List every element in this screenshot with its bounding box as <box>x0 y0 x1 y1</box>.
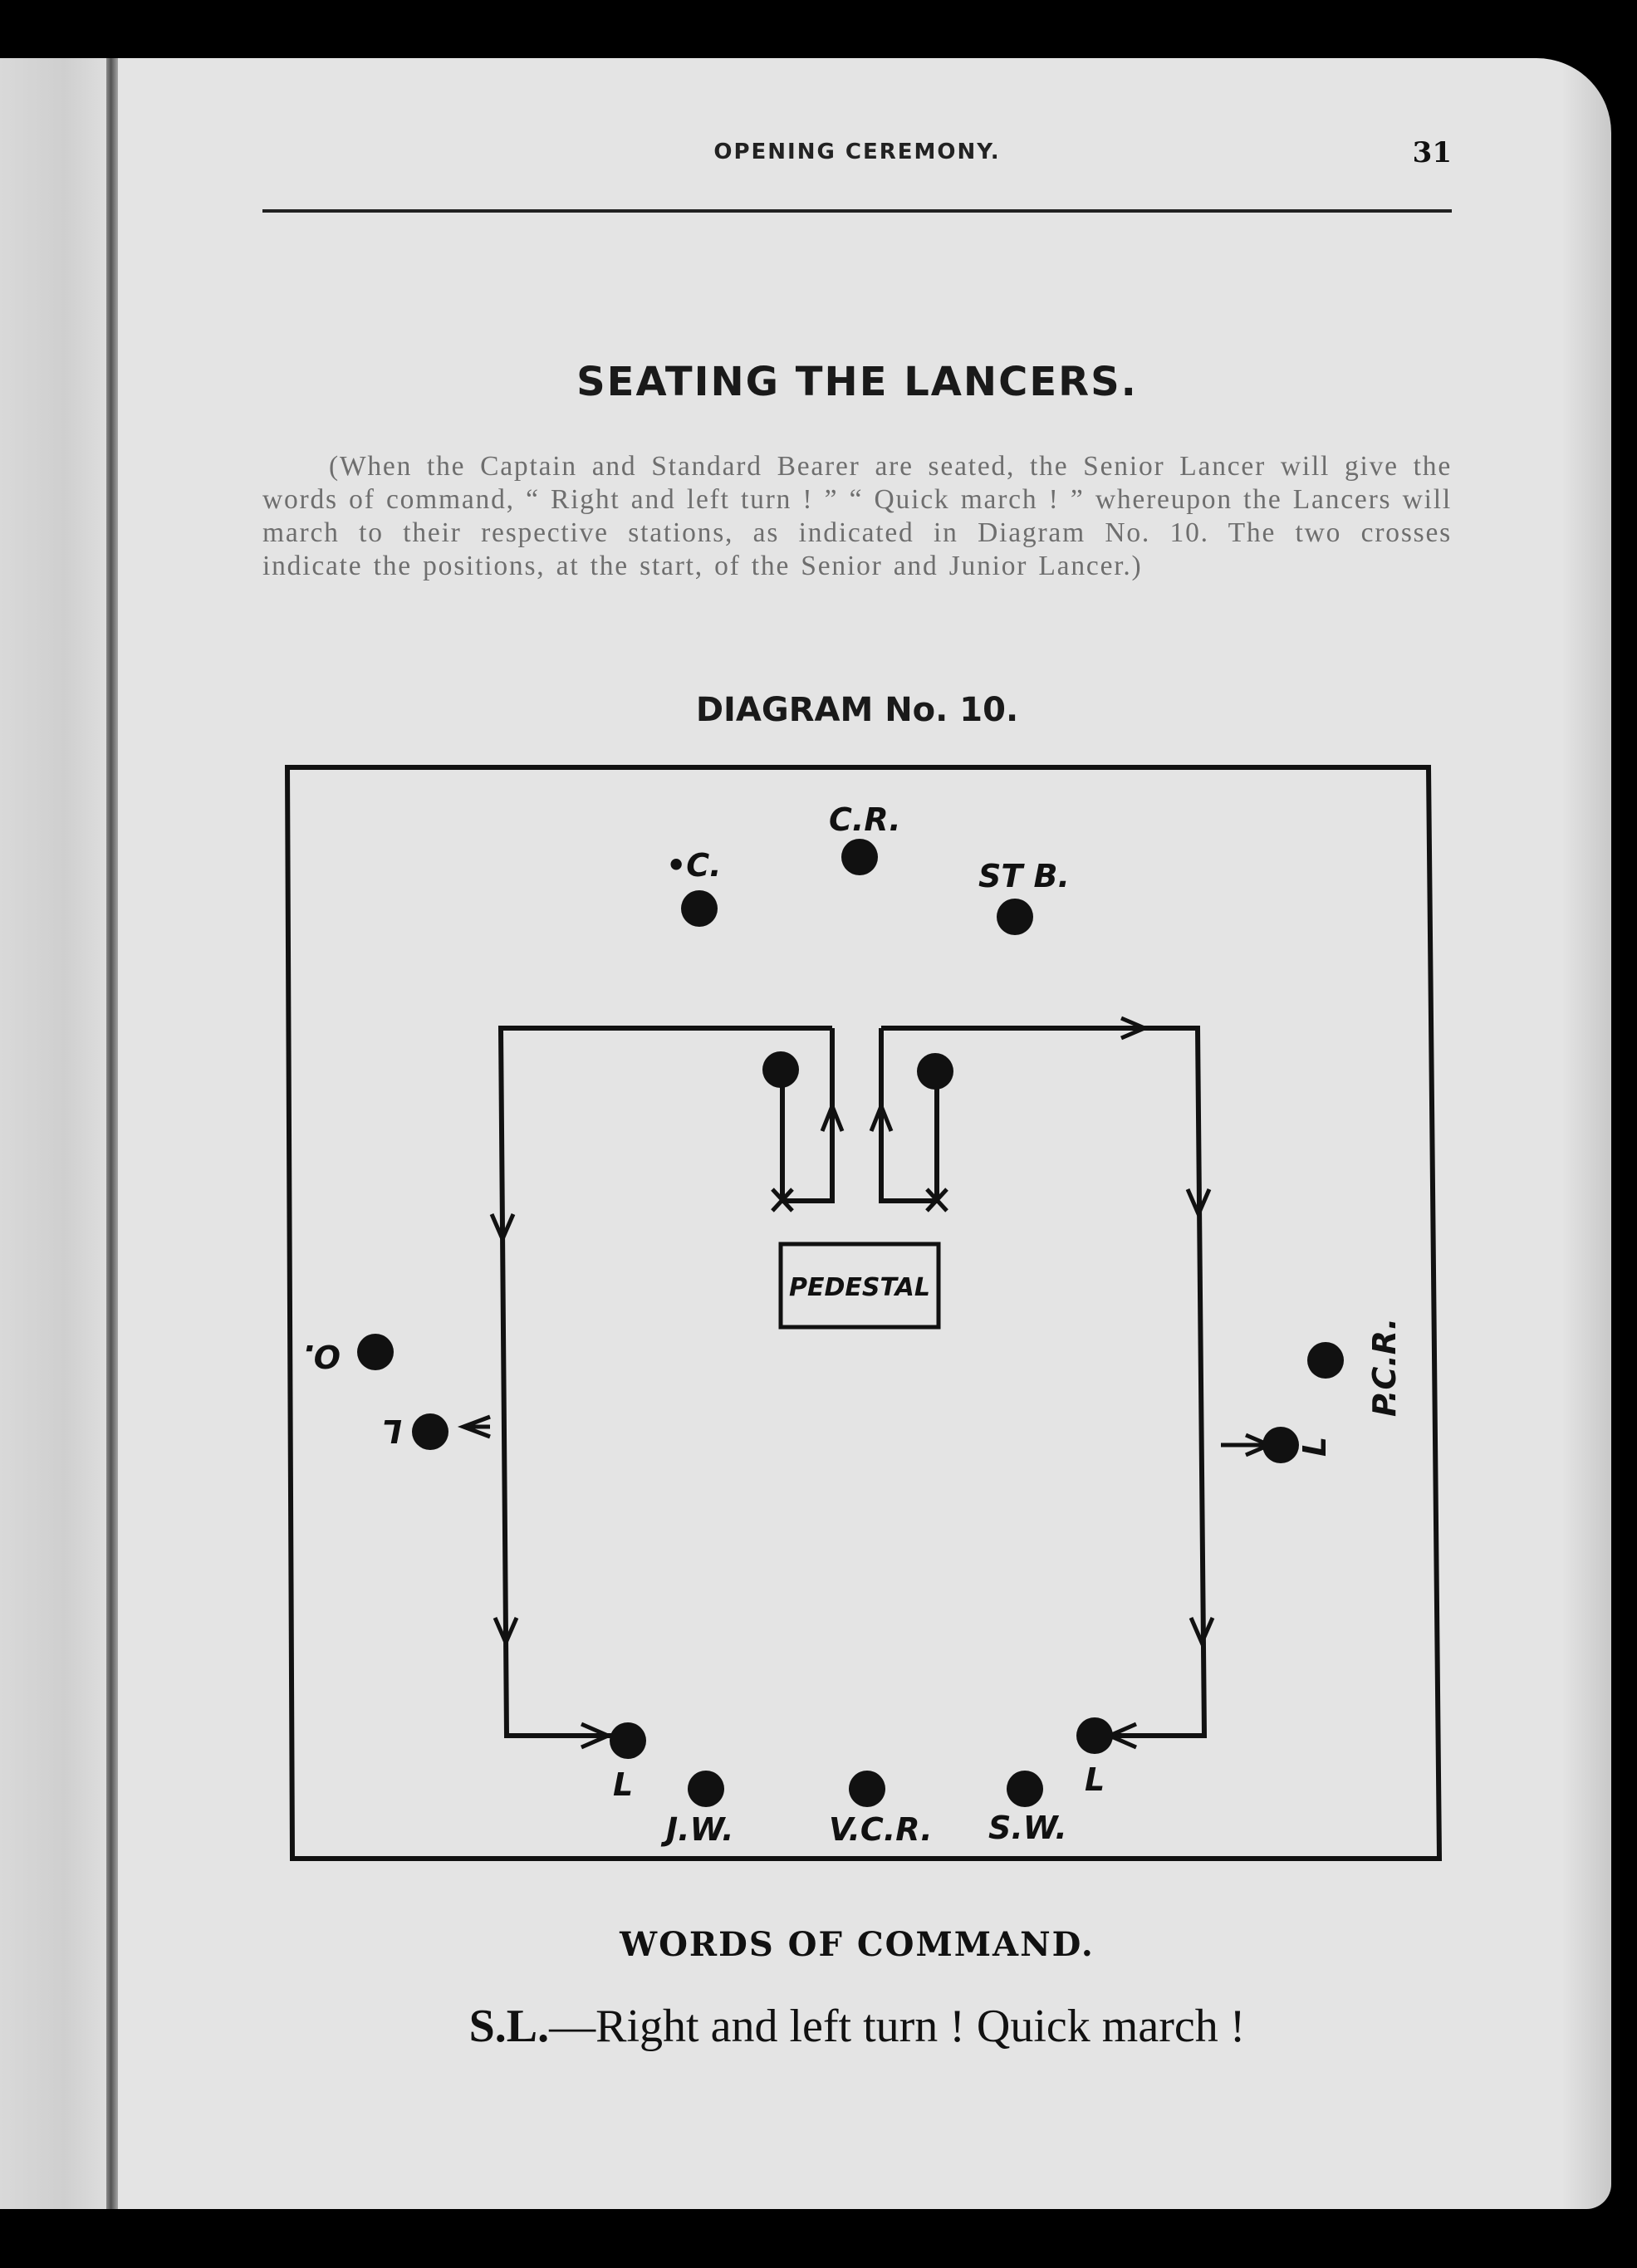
page-number: 31 <box>1412 136 1452 169</box>
label-l-bottom-right: L <box>1085 1761 1105 1798</box>
label-jw: J.W. <box>660 1811 734 1848</box>
command-speaker: S.L. <box>468 2001 550 2052</box>
intro-paragraph: (When the Captain and Standard Bearer ar… <box>262 451 1452 581</box>
words-of-command-title: WORDS OF COMMAND. <box>620 1925 1095 1964</box>
arrow-right-bottom-left <box>580 1722 614 1750</box>
arrow-down-right-upper <box>1185 1188 1212 1220</box>
label-vcr: V.C.R. <box>829 1811 933 1848</box>
arrow-left-side <box>457 1414 491 1439</box>
senior-lancer-start-dot <box>762 1051 799 1088</box>
page-header: OPENING CEREMONY. 31 <box>262 136 1452 189</box>
header-rule <box>262 209 1452 213</box>
station-o-dot <box>357 1334 394 1370</box>
pedestal-label: PEDESTAL <box>789 1273 930 1302</box>
arrow-up-left-inner <box>820 1100 845 1132</box>
inner-path-right <box>879 1028 939 1203</box>
lancer-right-dot <box>1262 1427 1299 1463</box>
running-head: OPENING CEREMONY. <box>713 140 1001 164</box>
arrow-right-top <box>1120 1016 1150 1041</box>
start-cross-left <box>771 1188 794 1212</box>
march-path-left <box>497 1026 832 1738</box>
station-sw-dot <box>1007 1771 1043 1807</box>
label-cr: C.R. <box>829 801 901 838</box>
label-stb: ST B. <box>978 858 1070 894</box>
book-page <box>0 58 1611 2209</box>
lancer-left-dot <box>412 1413 448 1450</box>
pedestal-box <box>778 1242 941 1330</box>
junior-lancer-start-dot <box>917 1053 953 1090</box>
march-path-right <box>881 1026 1208 1738</box>
station-cr-dot <box>841 839 878 875</box>
label-sw: S.W. <box>988 1810 1067 1846</box>
command-text: —Right and left turn ! Quick march ! <box>549 2001 1246 2052</box>
command-line: S.L.—Right and left turn ! Quick march ! <box>262 2000 1452 2053</box>
station-vcr-dot <box>849 1771 885 1807</box>
station-stb-dot <box>997 899 1033 935</box>
direction-arrows <box>457 1016 1275 1750</box>
diagram-title: DIAGRAM No. 10. <box>695 691 1019 729</box>
lancer-bottom-left-dot <box>610 1722 646 1759</box>
section-title: SEATING THE LANCERS. <box>576 359 1138 405</box>
arrow-down-left-upper <box>489 1213 516 1245</box>
arrow-up-right-inner <box>869 1100 894 1132</box>
label-pcr: P.C.R. <box>1366 1318 1403 1417</box>
arrow-down-right-lower <box>1189 1617 1215 1648</box>
station-pcr-dot <box>1307 1342 1344 1379</box>
label-c: •C. <box>666 847 722 884</box>
inner-path-left <box>780 1028 835 1203</box>
start-cross-right <box>925 1188 948 1212</box>
station-jw-dot <box>688 1771 724 1807</box>
station-c-dot <box>681 890 718 927</box>
page-edge-shadow <box>1561 58 1611 2209</box>
label-l-left: L <box>382 1413 402 1449</box>
facing-page-edge <box>0 58 116 2209</box>
label-o: O. <box>302 1338 341 1374</box>
book-spine <box>106 58 118 2209</box>
label-l-bottom-left: L <box>613 1766 633 1803</box>
arrow-down-left-lower <box>493 1617 519 1648</box>
diagram-frame <box>284 765 1443 1861</box>
lancer-bottom-right-dot <box>1076 1717 1113 1754</box>
label-l-right: L <box>1296 1437 1333 1457</box>
